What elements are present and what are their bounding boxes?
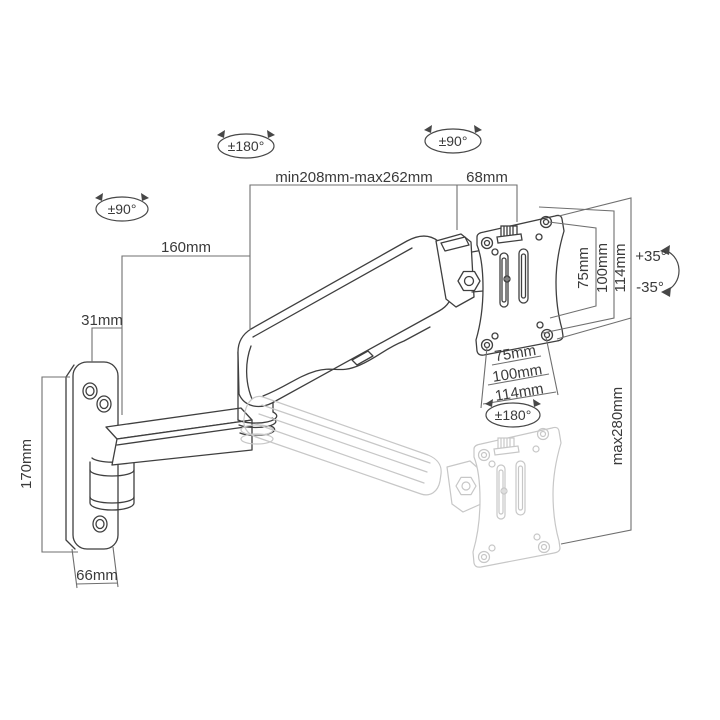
- head-swivel-label: ±90°: [439, 133, 468, 149]
- tilt-bolt-nut: [457, 270, 481, 292]
- rotation-badge-plate-rotation: ±180°: [485, 399, 541, 428]
- ghost-tilt-head: [446, 460, 482, 513]
- extension-range-label: min208mm-max262mm: [275, 169, 433, 186]
- wall-plate: [65, 361, 119, 550]
- vesa-vertical-75-label: 75mm: [575, 247, 592, 289]
- ghost-arm: [240, 395, 442, 496]
- tilt-down-label: -35°: [636, 279, 664, 296]
- wall-swivel-label: ±90°: [108, 201, 137, 217]
- vesa-vertical-114-label: 114mm: [612, 244, 629, 293]
- wall-plate-depth-label: 31mm: [81, 312, 123, 329]
- rotation-badge-wall-swivel: ±90°: [95, 193, 149, 222]
- tilt-up-label: +35°: [635, 248, 666, 265]
- lower-arm-bar: [105, 407, 253, 466]
- vesa-horizontal-75-label: 75mm: [493, 342, 537, 365]
- vesa-head-width-label: 68mm: [466, 169, 508, 186]
- elbow-swivel-label: ±180°: [228, 138, 265, 154]
- tilt-arrow: [660, 245, 680, 297]
- gas-spring-arm: [237, 235, 453, 408]
- height-adjust-range-label: max280mm: [609, 387, 626, 465]
- vesa-vertical-100-label: 100mm: [594, 243, 611, 293]
- wall-plate-width-label: 66mm: [76, 567, 118, 584]
- arm-length-label: 160mm: [161, 239, 211, 256]
- rotation-badge-elbow-swivel: ±180°: [217, 130, 275, 159]
- vesa-plate: [475, 214, 565, 356]
- plate-rotation-label: ±180°: [495, 407, 532, 423]
- ghost-vesa-plate: [472, 426, 562, 568]
- wall-plate-height-label: 170mm: [18, 439, 35, 489]
- rotation-badge-head-swivel: ±90°: [424, 125, 482, 154]
- tilt-head-bracket: [435, 233, 484, 308]
- dimension-lines: [41, 184, 632, 589]
